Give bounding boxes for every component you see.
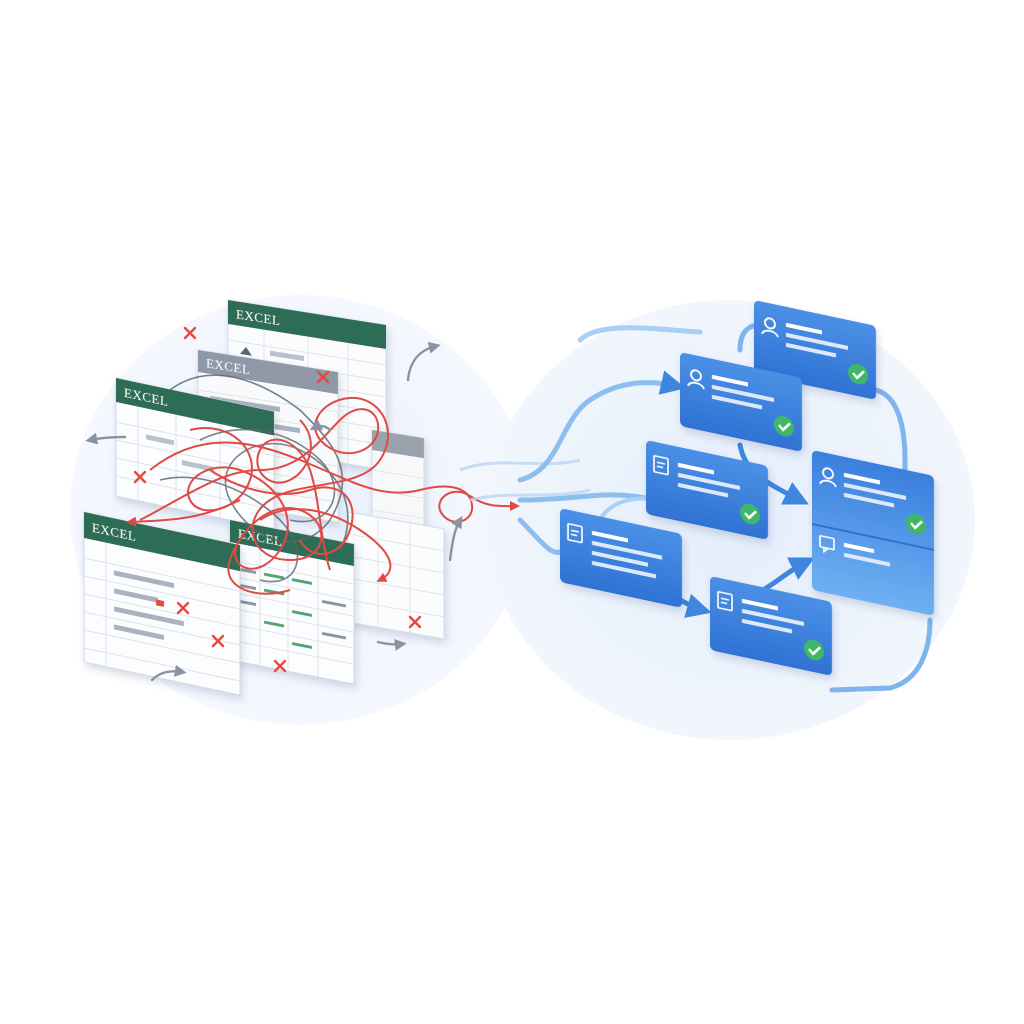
- curved-arrow-icon: [448, 515, 463, 562]
- check-icon: [740, 503, 760, 525]
- home-icon: [240, 346, 252, 356]
- spreadsheet-window: EXCEL: [229, 519, 355, 685]
- spreadsheet-stack: EXCEL EXCEL: [83, 299, 445, 696]
- curved-arrow-icon: [150, 664, 187, 682]
- spreadsheet-window: EXCEL: [83, 511, 241, 696]
- error-x-icon: [183, 326, 197, 340]
- curved-arrow-icon: [376, 638, 407, 651]
- error-x-icon: [176, 601, 190, 615]
- workflow-card: [646, 440, 768, 539]
- sheet-title: EXCEL: [206, 355, 250, 377]
- document-icon: [567, 523, 583, 544]
- check-icon: [906, 513, 926, 535]
- workflow-card: [812, 450, 934, 615]
- curved-arrow-icon: [85, 432, 127, 445]
- check-icon: [804, 639, 824, 661]
- workflow-card: [710, 576, 832, 675]
- user-icon: [819, 467, 837, 488]
- sheet-header: [84, 512, 240, 572]
- user-icon: [761, 317, 779, 338]
- curved-arrow-icon: [309, 419, 332, 432]
- error-x-icon: [408, 615, 422, 629]
- sheet-header: [228, 300, 386, 350]
- check-icon: [848, 363, 868, 385]
- error-x-icon: [133, 470, 147, 484]
- sheet-title: EXCEL: [236, 306, 280, 328]
- sheet-header: [116, 378, 274, 436]
- workflow-card: [680, 352, 802, 451]
- message-icon: [819, 535, 835, 554]
- error-x-icon: [211, 634, 225, 648]
- spreadsheet-window: EXCEL: [115, 377, 275, 531]
- check-icon: [774, 415, 794, 437]
- workflow-card: [560, 508, 682, 607]
- error-x-icon: [316, 370, 330, 384]
- user-icon: [687, 369, 705, 390]
- document-icon: [653, 455, 669, 476]
- curved-arrow-icon: [406, 341, 441, 382]
- document-icon: [717, 591, 733, 612]
- transition-flow-lines: [459, 458, 591, 502]
- sheet-header: [198, 350, 338, 395]
- tangled-red-lines: [126, 396, 520, 595]
- error-x-icon: [273, 659, 287, 673]
